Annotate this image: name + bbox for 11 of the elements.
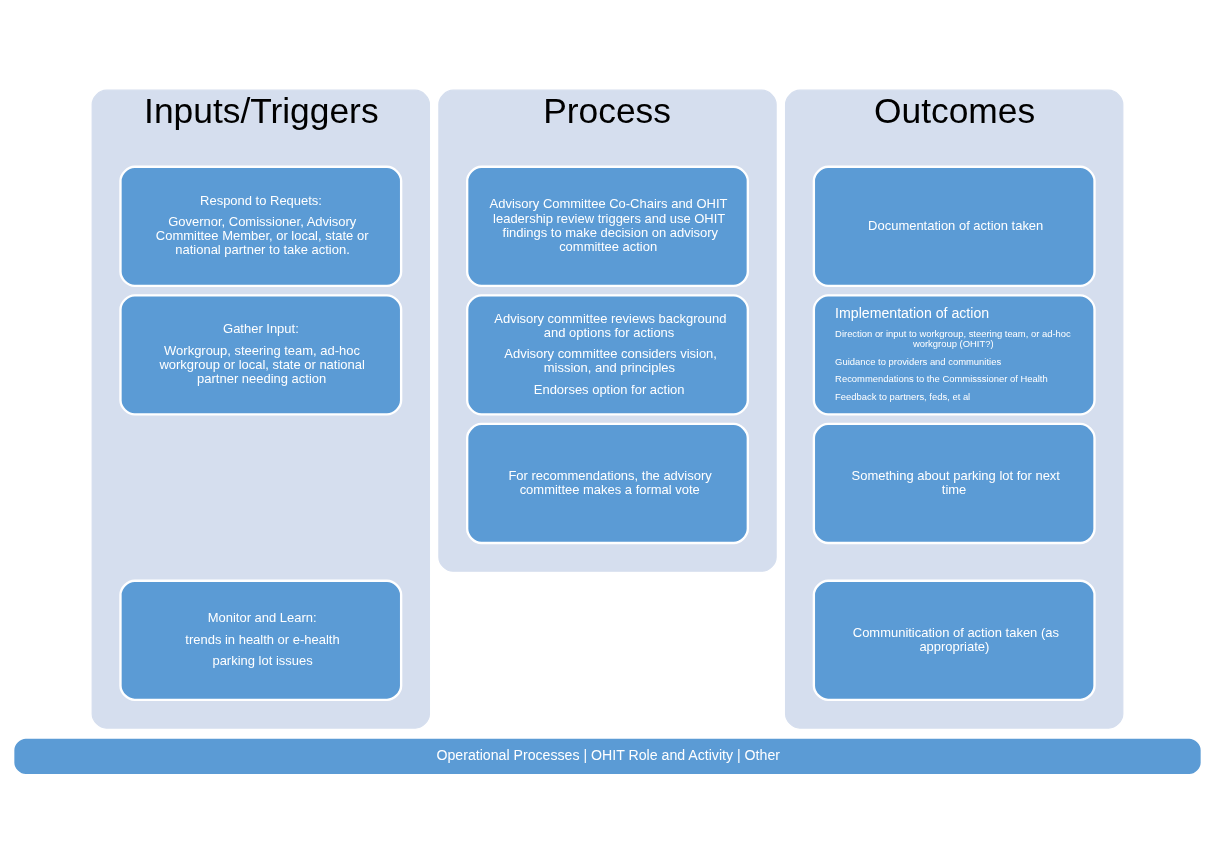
- node-box: Monitor and Learn: trends in health or e-health parking lot issues: [119, 579, 403, 701]
- node-box: Documentation of action taken: [812, 165, 1096, 288]
- node-box: Respond to Requets: Governor, Comissioner, Advisory Committee Member, or local, state or national partner to take action.: [119, 165, 403, 288]
- node-box: Operational Processes | OHIT Role and Activity | Other: [12, 736, 1203, 777]
- node-box: Communitication of action taken (as appropriate): [812, 579, 1096, 701]
- node-box: Implementation of action Direction or input to workgroup, steering team, or ad-hoc workgroup (OHIT?) Guidance to providers and communities Recommendations to the Commisssioner of Health Feedback to partners, feds, et al: [812, 294, 1096, 416]
- node-box: Something about parking lot for next time: [812, 422, 1096, 545]
- node-box: Gather Input: Workgroup, steering team, ad-hoc workgroup or local, state or national partner needing action: [119, 294, 403, 416]
- node-box: Advisory committee reviews background and options for actions Advisory committee considers vision, mission, and principles Endorses option for action: [466, 294, 749, 416]
- node-box: Advisory Committee Co-Chairs and OHIT leadership review triggers and use OHIT findings to make decision on advisory committee action: [466, 165, 749, 288]
- node-box: For recommendations, the advisory committee makes a formal vote: [466, 422, 749, 545]
